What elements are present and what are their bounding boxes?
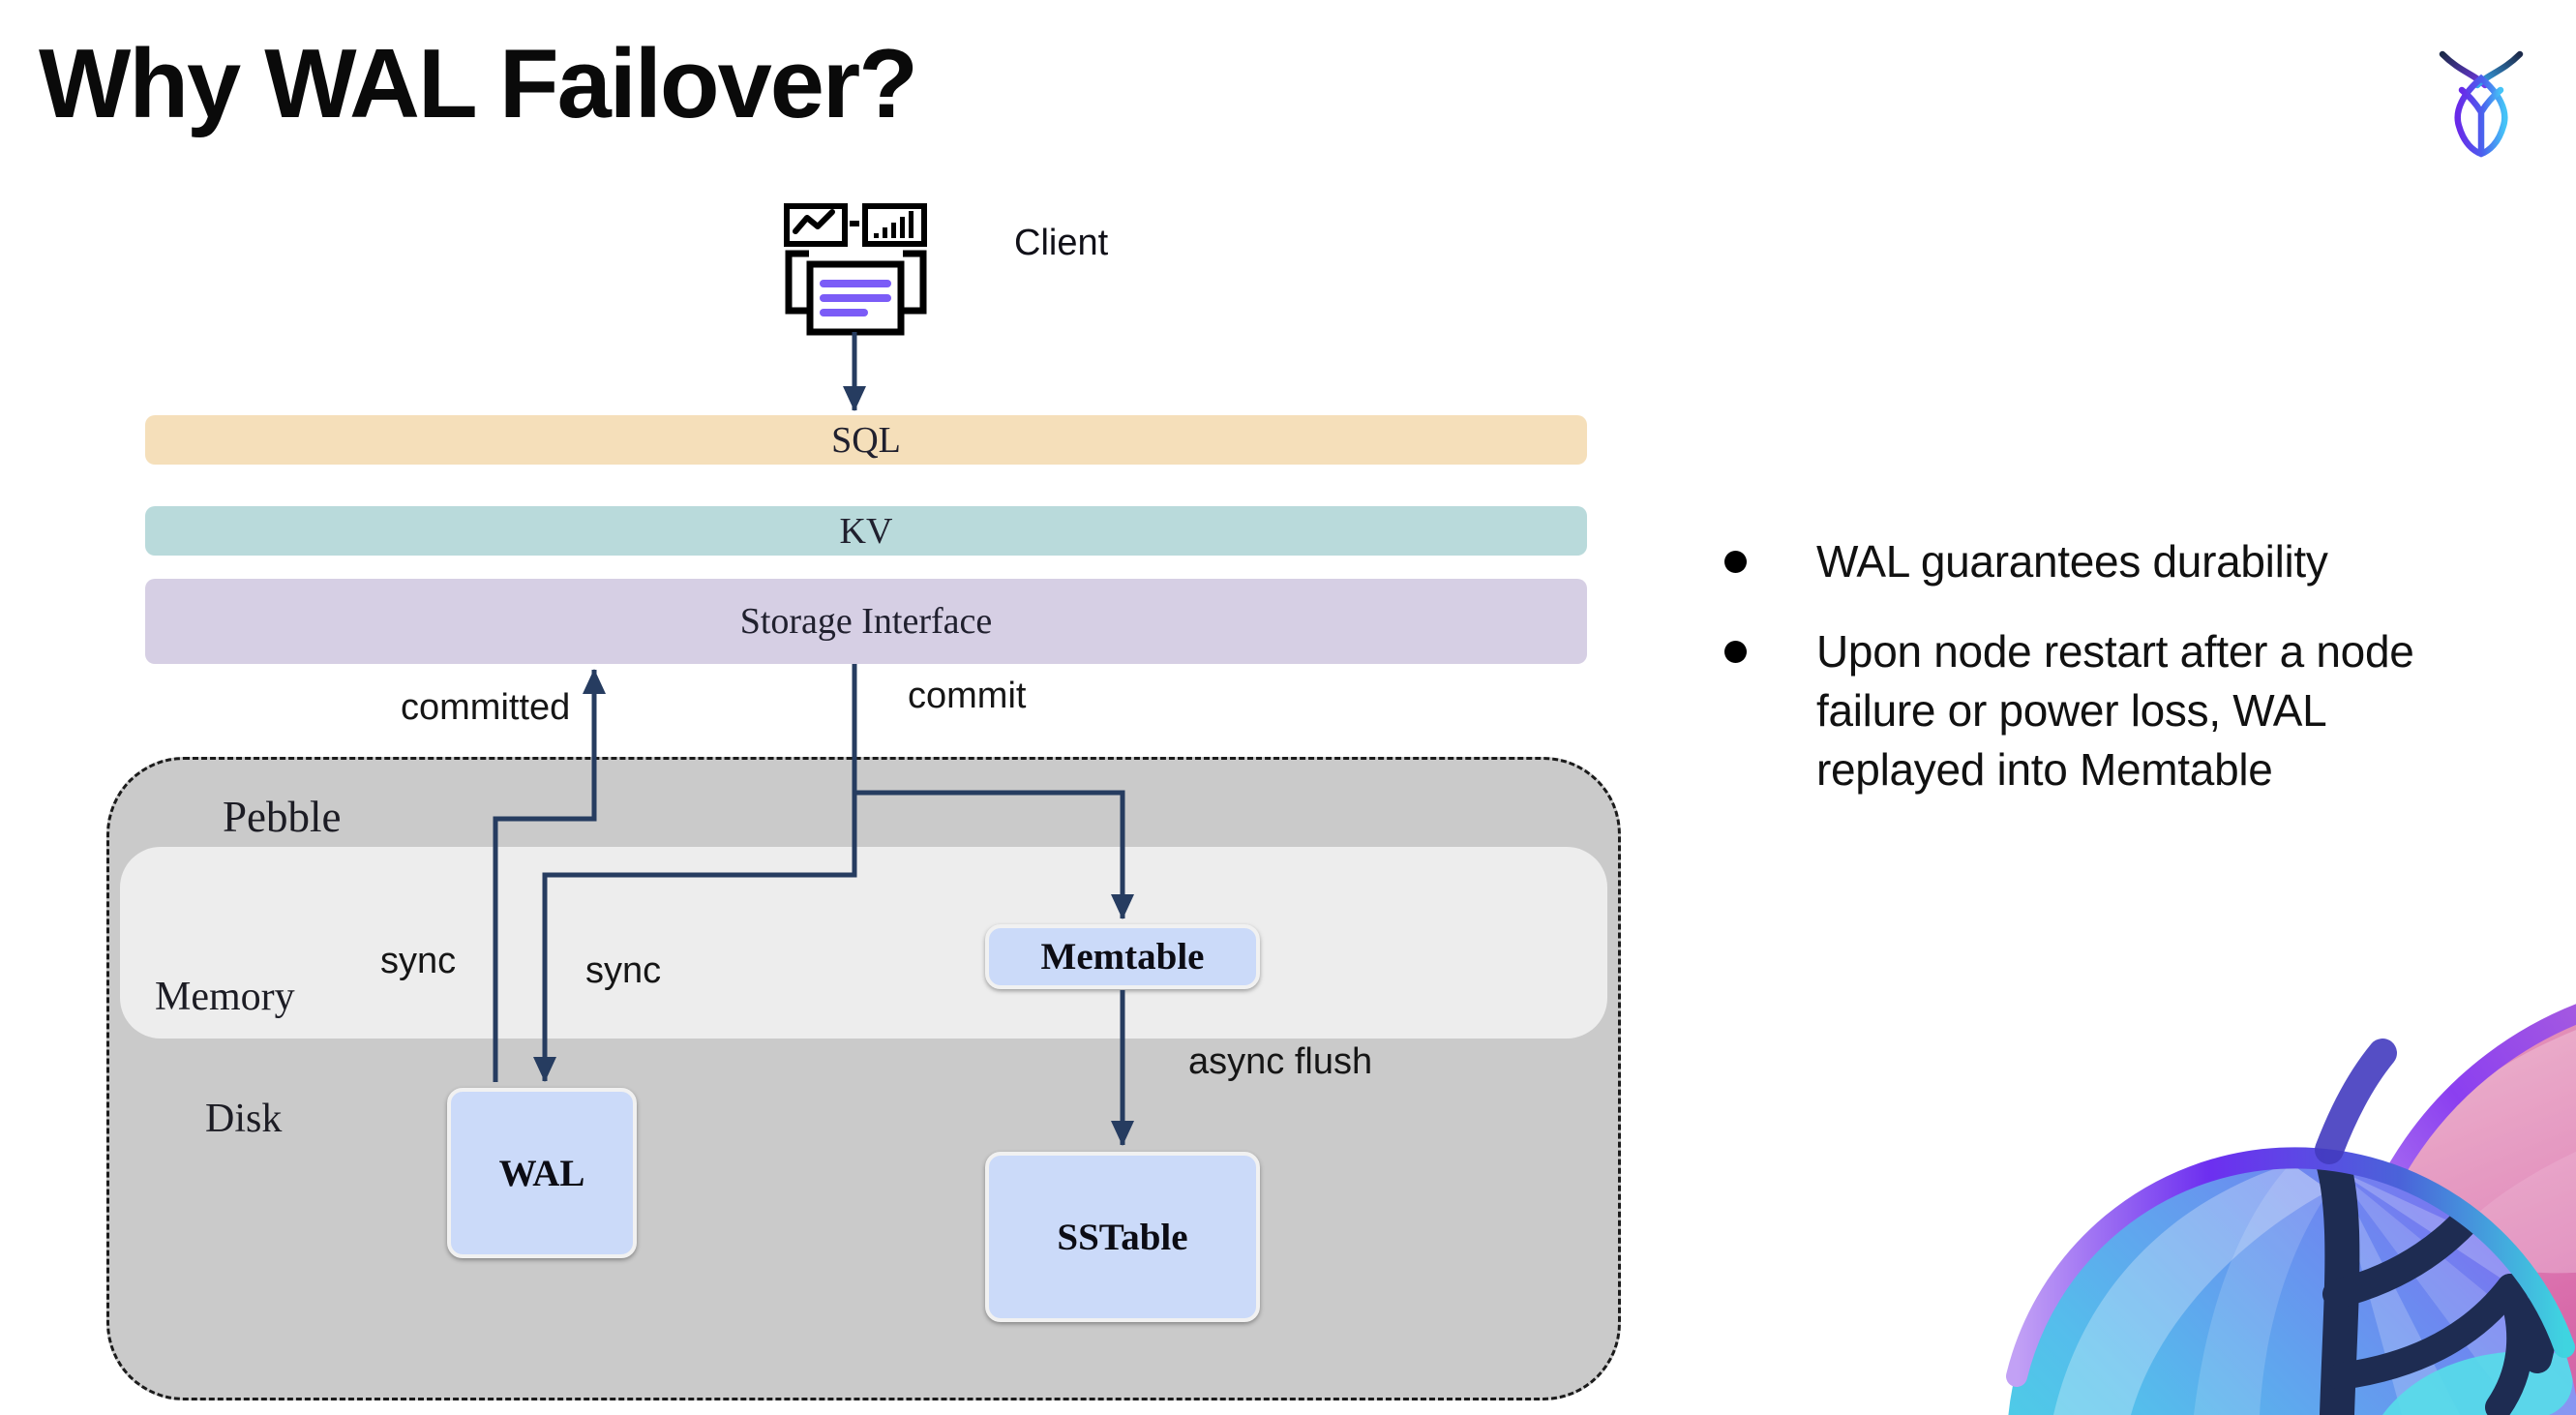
layer-storage-interface: Storage Interface (145, 579, 1587, 664)
bullet-list: WAL guarantees durability Upon node rest… (1724, 532, 2489, 830)
client-icon (784, 203, 927, 336)
edge-label-commit: commit (908, 676, 1027, 716)
pebble-label: Pebble (223, 793, 342, 841)
memory-region (120, 847, 1607, 1039)
bullet-dot-icon (1724, 551, 1747, 573)
layer-sql-label: SQL (831, 419, 901, 461)
line-chart-icon (784, 203, 848, 247)
layer-sql: SQL (145, 415, 1587, 465)
sstable-node: SSTable (985, 1152, 1260, 1322)
edge-label-sync-left: sync (380, 941, 457, 981)
sstable-label: SSTable (1057, 1216, 1188, 1258)
wal-label: WAL (498, 1152, 585, 1194)
client-label: Client (1014, 223, 1109, 263)
layer-kv-label: KV (839, 510, 893, 552)
layer-storage-label: Storage Interface (739, 601, 993, 642)
corner-brand-art (2006, 987, 2576, 1415)
bullet-text: WAL guarantees durability (1816, 536, 2328, 587)
memtable-label: Memtable (1040, 936, 1205, 978)
memory-label: Memory (155, 975, 295, 1019)
cockroachdb-logo-icon (2439, 50, 2524, 158)
list-item: WAL guarantees durability (1724, 532, 2489, 591)
wal-node: WAL (447, 1088, 637, 1258)
list-item: Upon node restart after a node failure o… (1724, 622, 2489, 799)
edge-label-committed: committed (401, 687, 571, 728)
memtable-node: Memtable (985, 924, 1260, 989)
layer-kv: KV (145, 506, 1587, 556)
disk-label: Disk (205, 1097, 283, 1141)
edge-label-sync-right: sync (585, 950, 662, 991)
edge-label-async-flush: async flush (1188, 1041, 1373, 1082)
bar-chart-icon (862, 203, 927, 247)
bullet-dot-icon (1724, 641, 1747, 663)
document-icon (785, 250, 927, 336)
bullet-text: Upon node restart after a node failure o… (1816, 626, 2414, 795)
page-title: Why WAL Failover? (39, 30, 918, 138)
